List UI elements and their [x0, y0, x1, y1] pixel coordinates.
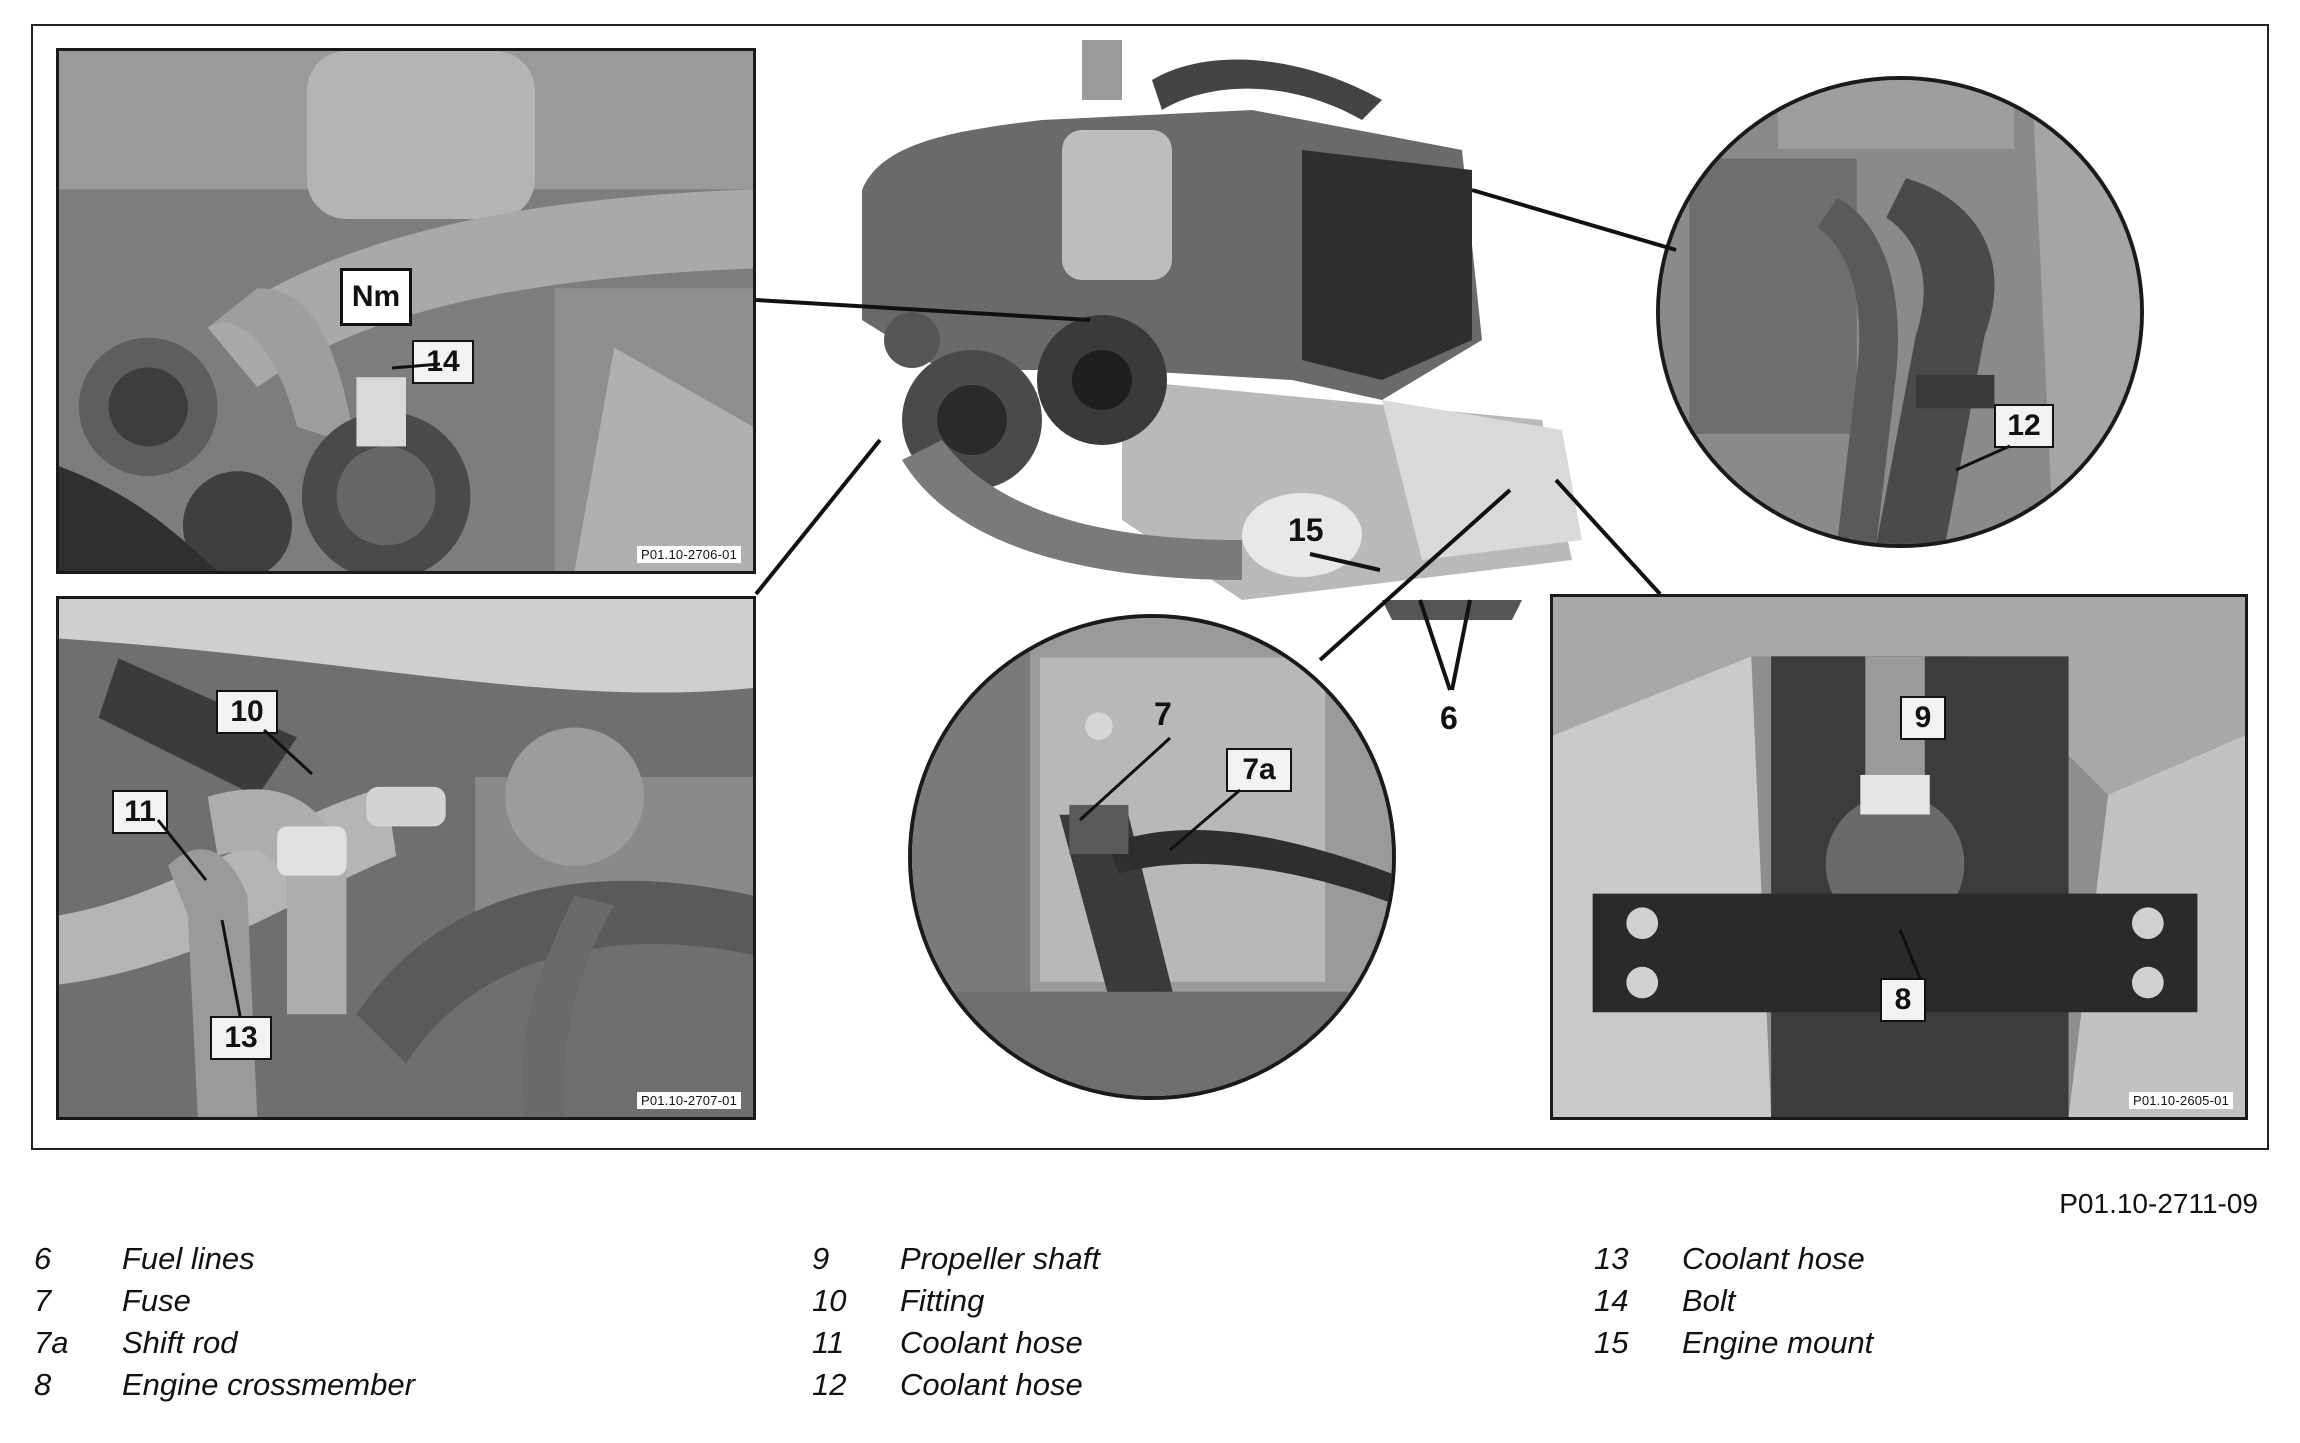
- legend-number: 14: [1594, 1283, 1629, 1318]
- circle-photo-shift-rod-image: [912, 618, 1392, 1096]
- callout-14: 14: [412, 340, 474, 384]
- legend-label: Coolant hose: [900, 1325, 1083, 1360]
- legend-number: 8: [34, 1367, 52, 1402]
- legend-number: 11: [812, 1325, 845, 1360]
- legend-item: 12 Coolant hose: [812, 1364, 1512, 1406]
- legend-item: 15 Engine mount: [1594, 1322, 2244, 1364]
- figure-id: P01.10-2711-09: [2059, 1188, 2258, 1219]
- engine-photo: [822, 40, 1582, 620]
- legend-label: Shift rod: [122, 1325, 238, 1360]
- circle-photo-shift-rod: [908, 614, 1396, 1100]
- legend-label: Fuel lines: [122, 1241, 255, 1276]
- callout-13: 13: [210, 1016, 272, 1060]
- circle-photo-coolant-hose-image: [1660, 80, 2140, 544]
- legend-item: 7 Fuse: [34, 1280, 734, 1322]
- callout-10: 10: [216, 690, 278, 734]
- engine-image: [822, 40, 1582, 620]
- legend-item: 13 Coolant hose: [1594, 1238, 2244, 1280]
- legend-item: 11 Coolant hose: [812, 1322, 1512, 1364]
- legend-number: 9: [812, 1241, 830, 1276]
- legend-label: Fuse: [122, 1283, 191, 1318]
- legend-column-2: 9 Propeller shaft 10 Fitting 11 Coolant …: [812, 1238, 1512, 1406]
- callout-7: 7: [1154, 696, 1172, 732]
- photo-id-caption: P01.10-2707-01: [636, 1092, 741, 1109]
- legend-label: Bolt: [1682, 1283, 1736, 1318]
- callout-12: 12: [1994, 404, 2054, 448]
- legend-label: Engine crossmember: [122, 1367, 415, 1402]
- callout-9: 9: [1900, 696, 1946, 740]
- legend-number: 13: [1594, 1241, 1629, 1276]
- legend-label: Propeller shaft: [900, 1241, 1100, 1276]
- legend-column-3: 13 Coolant hose 14 Bolt 15 Engine mount: [1594, 1238, 2244, 1364]
- callout-7a: 7a: [1226, 748, 1292, 792]
- photo-bottom-right-image: [1553, 597, 2245, 1117]
- legend-item: 9 Propeller shaft: [812, 1238, 1512, 1280]
- photo-bottom-left-image: [59, 599, 753, 1117]
- torque-nm-badge: Nm: [340, 268, 412, 326]
- photo-bottom-right: P01.10-2605-01: [1550, 594, 2248, 1120]
- legend-item: 8 Engine crossmember: [34, 1364, 734, 1406]
- legend-number: 12: [812, 1367, 847, 1402]
- legend-number: 6: [34, 1241, 52, 1276]
- legend-number: 15: [1594, 1325, 1629, 1360]
- callout-15: 15: [1288, 512, 1324, 548]
- legend-number: 7a: [34, 1325, 69, 1360]
- legend-number: 7: [34, 1283, 52, 1318]
- legend-label: Coolant hose: [1682, 1241, 1865, 1276]
- callout-8: 8: [1880, 978, 1926, 1022]
- callout-6: 6: [1440, 700, 1458, 736]
- legend-label: Engine mount: [1682, 1325, 1874, 1360]
- legend-column-1: 6 Fuel lines 7 Fuse 7a Shift rod 8 Engin…: [34, 1238, 734, 1406]
- legend-item: 7a Shift rod: [34, 1322, 734, 1364]
- legend-item: 10 Fitting: [812, 1280, 1512, 1322]
- legend-item: 6 Fuel lines: [34, 1238, 734, 1280]
- callout-11: 11: [112, 790, 168, 834]
- legend-number: 10: [812, 1283, 847, 1318]
- circle-photo-coolant-hose: [1656, 76, 2144, 548]
- photo-bottom-left: P01.10-2707-01: [56, 596, 756, 1120]
- legend-item: 14 Bolt: [1594, 1280, 2244, 1322]
- legend-label: Fitting: [900, 1283, 985, 1318]
- photo-id-caption: P01.10-2605-01: [2128, 1092, 2233, 1109]
- legend-label: Coolant hose: [900, 1367, 1083, 1402]
- photo-id-caption: P01.10-2706-01: [636, 546, 741, 563]
